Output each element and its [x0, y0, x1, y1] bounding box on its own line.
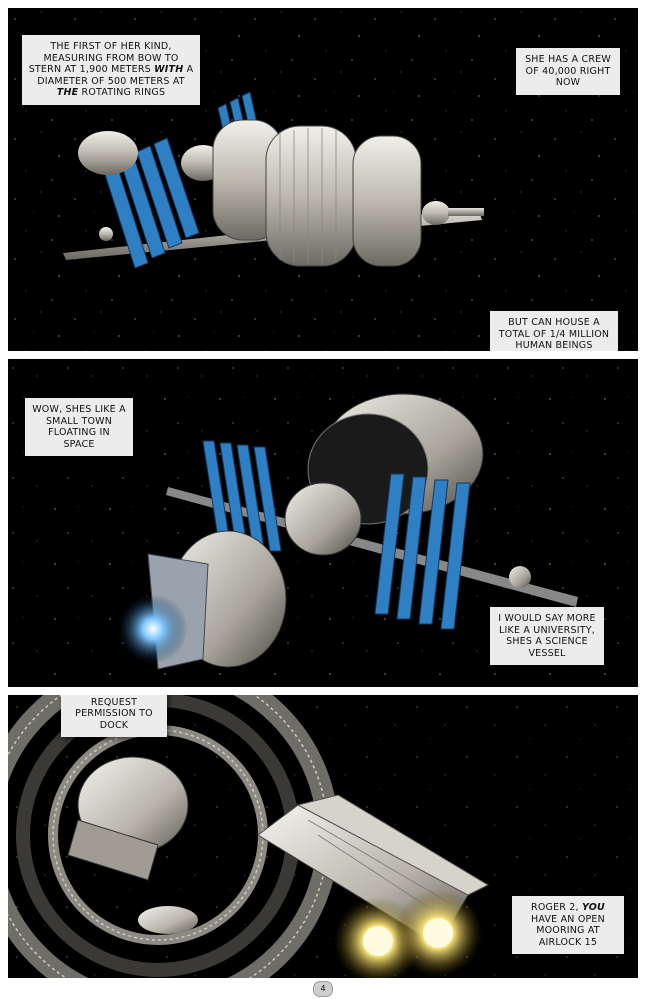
caption-text: She has a crew of 40,000 right now: [525, 54, 611, 88]
caption-text: have an open mooring at airlock 15: [531, 913, 605, 948]
caption-crew-count: She has a crew of 40,000 right now: [516, 48, 620, 95]
caption-station-dimensions: The first of her kind, measuring from bo…: [22, 35, 200, 105]
caption-small-town: Wow, shes like a small town floating in …: [25, 398, 133, 456]
caption-text: a diameter of 500 meters at: [37, 64, 194, 87]
panel-3: This is crew ferry 2 to Cosmic Star, req…: [8, 695, 638, 978]
panel-2: Wow, shes like a small town floating in …: [8, 359, 638, 687]
caption-text: Roger 2,: [531, 902, 582, 913]
caption-text: rotating rings: [78, 87, 166, 98]
caption-text: Wow, shes like a small town floating in …: [32, 404, 126, 450]
caption-emphasis: the: [56, 87, 79, 98]
caption-text: I would say more like a university, shes…: [498, 613, 596, 659]
panel-1: The first of her kind, measuring from bo…: [8, 8, 638, 351]
caption-open-mooring: Roger 2, you have an open mooring at air…: [512, 896, 624, 954]
caption-text: but can house a total of 1/4 million hum…: [498, 317, 610, 351]
caption-emphasis: with: [154, 64, 184, 75]
caption-text: crew ferry 2 to Cosmic Star, request per…: [75, 695, 153, 731]
caption-emphasis: you: [582, 902, 605, 913]
page-number: 4: [313, 981, 333, 997]
caption-housing-capacity: but can house a total of 1/4 million hum…: [490, 311, 618, 351]
caption-request-dock: This is crew ferry 2 to Cosmic Star, req…: [61, 695, 167, 737]
caption-science-vessel: I would say more like a university, shes…: [490, 607, 604, 665]
caption-text: The first of her kind, measuring from bo…: [28, 41, 179, 75]
